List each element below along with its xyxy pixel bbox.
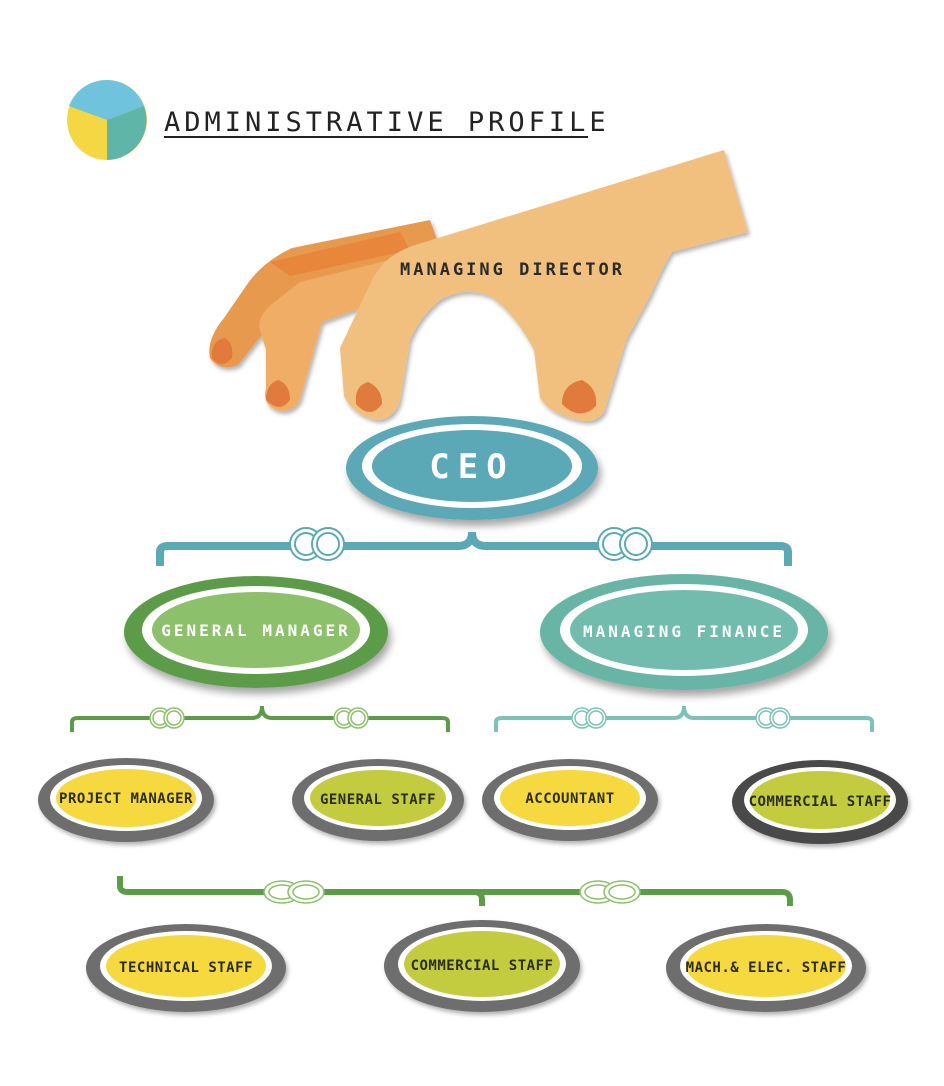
mech-elec-staff-node: MACH.& ELEC. STAFF bbox=[666, 924, 866, 1012]
general-manager-node: GENERAL MANAGER bbox=[124, 576, 388, 688]
general-staff-node: GENERAL STAFF bbox=[292, 759, 464, 841]
commercial-staff-node: COMMERCIAL STAFF bbox=[384, 920, 580, 1012]
general-manager-label: GENERAL MANAGER bbox=[161, 621, 351, 640]
ceo-label: CEO bbox=[429, 447, 514, 487]
commercial-staff-finance-node: COMMERCIAL STAFF bbox=[732, 760, 908, 844]
managing-finance-label: MANAGING FINANCE bbox=[583, 622, 785, 641]
pie-logo-icon bbox=[67, 79, 147, 160]
accountant-label: ACCOUNTANT bbox=[525, 791, 614, 807]
mech-elec-staff-label: MACH.& ELEC. STAFF bbox=[686, 960, 847, 976]
ceo-connector bbox=[156, 531, 792, 566]
ceo-node: CEO bbox=[346, 416, 598, 520]
technical-staff-label: TECHNICAL STAFF bbox=[119, 960, 253, 976]
managing-finance-connector bbox=[494, 705, 874, 732]
project-manager-node: PROJECT MANAGER bbox=[38, 758, 214, 842]
page-title: ADMINISTRATIVE PROFILE bbox=[164, 107, 610, 138]
managing-director-label: MANAGING DIRECTOR bbox=[400, 260, 625, 280]
hand-icon bbox=[209, 150, 748, 421]
linked-rings-icon bbox=[263, 880, 325, 904]
linked-rings-icon bbox=[597, 527, 653, 561]
linked-rings-icon bbox=[571, 707, 607, 729]
linked-rings-icon bbox=[333, 707, 369, 729]
project-manager-connector bbox=[117, 876, 793, 906]
managing-finance-node: MANAGING FINANCE bbox=[540, 574, 828, 690]
linked-rings-icon bbox=[289, 527, 345, 561]
commercial-staff-label: COMMERCIAL STAFF bbox=[411, 958, 554, 974]
accountant-node: ACCOUNTANT bbox=[482, 759, 658, 841]
technical-staff-node: TECHNICAL STAFF bbox=[86, 924, 286, 1012]
linked-rings-icon bbox=[755, 707, 791, 729]
linked-rings-icon bbox=[149, 707, 185, 729]
general-manager-connector bbox=[70, 705, 450, 732]
commercial-staff-finance-label: COMMERCIAL STAFF bbox=[749, 794, 892, 810]
project-manager-label: PROJECT MANAGER bbox=[59, 791, 193, 807]
general-staff-label: GENERAL STAFF bbox=[320, 792, 436, 808]
linked-rings-icon bbox=[579, 880, 641, 904]
